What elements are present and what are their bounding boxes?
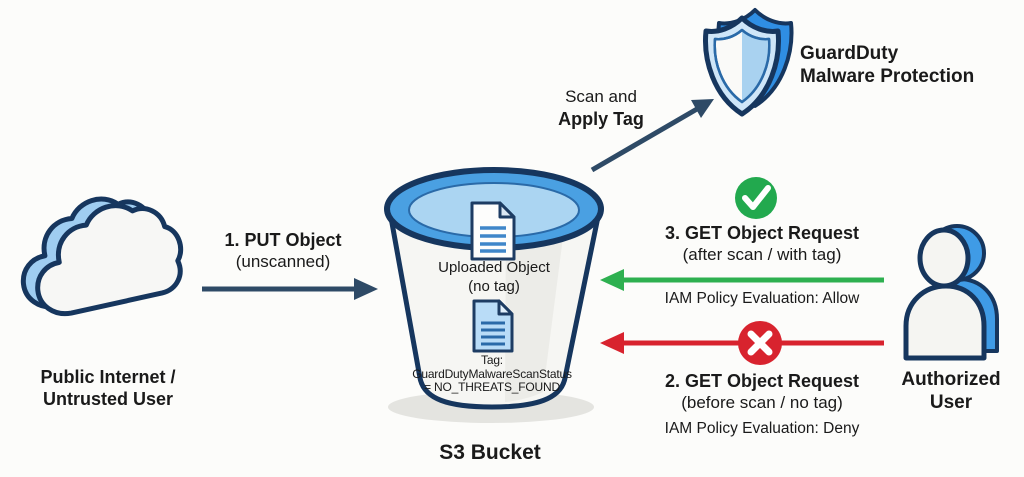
user-label-line2: User <box>929 392 973 413</box>
guardduty-shield-icon <box>703 8 794 117</box>
scan-label-line2: Apply Tag <box>558 109 644 129</box>
put-sublabel: (unscanned) <box>235 252 331 271</box>
check-circle-icon <box>735 177 777 219</box>
tagged-document-icon <box>472 299 514 353</box>
scan-flow-label: Scan and Apply Tag <box>521 86 681 130</box>
uploaded-object-line2: (no tag) <box>468 278 520 295</box>
allow-arrow <box>600 269 884 291</box>
get-deny-title: 2. GET Object Request <box>664 371 860 391</box>
s3-bucket-title: S3 Bucket <box>439 441 541 464</box>
uploaded-object-label: Uploaded Object (no tag) <box>394 258 594 296</box>
user-label: Authorized User <box>851 368 1024 414</box>
guardduty-label-line2: Malware Protection <box>800 66 975 87</box>
cloud-label-line2: Untrusted User <box>42 389 174 409</box>
guardduty-label-line1: GuardDuty <box>800 43 899 64</box>
get-deny-result: IAM Policy Evaluation: Deny <box>664 420 860 437</box>
x-circle-icon <box>738 321 782 365</box>
scan-label-line1: Scan and <box>565 87 637 106</box>
uploaded-object-line1: Uploaded Object <box>438 259 550 276</box>
put-label: 1. PUT Object <box>224 230 342 250</box>
user-label-line1: Authorized <box>901 369 1001 390</box>
cloud-label-line1: Public Internet / <box>40 367 176 387</box>
get-allow-label: 3. GET Object Request (after scan / with… <box>612 222 912 266</box>
tag-line2: GuardDutyMalwareScanStatus <box>412 366 572 381</box>
get-allow-title: 3. GET Object Request <box>664 223 860 243</box>
get-allow-subtitle: (after scan / with tag) <box>682 245 842 264</box>
document-icon <box>470 201 516 261</box>
cloud-label: Public Internet / Untrusted User <box>8 366 208 410</box>
get-allow-result: IAM Policy Evaluation: Allow <box>664 290 860 307</box>
tag-line3: = NO_THREATS_FOUND <box>424 380 560 394</box>
authorized-user-icon <box>903 224 999 361</box>
tag-label: Tag: GuardDutyMalwareScanStatus = NO_THR… <box>402 353 582 395</box>
get-deny-label: 2. GET Object Request (before scan / no … <box>612 370 912 414</box>
scan-arrow <box>590 99 714 173</box>
cloud-icon <box>20 196 184 317</box>
get-deny-subtitle: (before scan / no tag) <box>681 393 843 412</box>
guardduty-label: GuardDuty Malware Protection <box>800 42 1020 88</box>
put-flow-label: 1. PUT Object (unscanned) <box>183 229 383 273</box>
tag-line1: Tag: <box>481 353 503 367</box>
put-arrow <box>202 278 378 300</box>
